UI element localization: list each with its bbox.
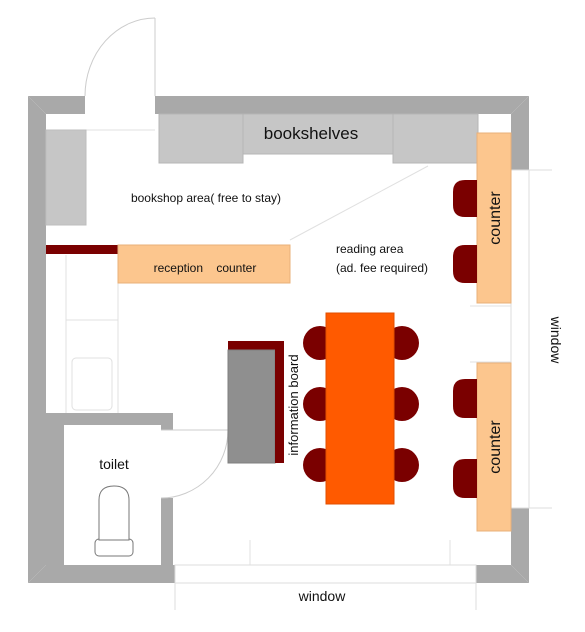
- toilet-door: [160, 429, 229, 499]
- toilet-wall-right-lower: [161, 498, 173, 565]
- info-board-frame-side: [275, 341, 284, 463]
- bookshelf-left: [158, 113, 244, 164]
- reading-table: [325, 312, 395, 505]
- information-board-label: information board: [286, 354, 301, 455]
- reading-area-fee-label: (ad. fee required): [336, 261, 428, 275]
- walls: [28, 96, 529, 583]
- counter-top: [476, 132, 512, 304]
- reception-counter-label: reception counter: [154, 261, 257, 275]
- info-board-frame-top: [228, 341, 275, 350]
- info-board: [227, 349, 276, 464]
- chair: [453, 180, 477, 217]
- wall-right-upper: [511, 96, 529, 170]
- bottom-window: [174, 564, 477, 584]
- chair: [453, 379, 477, 418]
- counter-bottom-label: counter: [487, 420, 504, 474]
- toilet-wall-top: [46, 413, 161, 425]
- chair: [453, 459, 477, 498]
- bookshelves-label: bookshelves: [264, 124, 359, 143]
- wall-top-left: [28, 96, 85, 114]
- right-window: [510, 169, 530, 509]
- toilet-wall-right: [161, 413, 173, 430]
- reading-area-label: reading area: [336, 242, 404, 256]
- toilet-fixture: [94, 485, 134, 557]
- chair: [453, 245, 477, 283]
- toilet-bowl: [98, 485, 130, 541]
- toilet-label: toilet: [99, 456, 129, 472]
- reception-counter: [117, 244, 291, 284]
- bookshelf-right: [392, 113, 479, 164]
- counter-top-label: counter: [487, 191, 504, 245]
- entrance-door: [84, 17, 156, 97]
- window-right-label: window: [548, 316, 564, 365]
- bookshop-area-label: bookshop area( free to stay): [131, 191, 281, 205]
- window-lines: [174, 169, 552, 610]
- wall-right-lower: [511, 508, 529, 583]
- counter-bottom: [476, 362, 512, 532]
- cabinet: [71, 357, 113, 411]
- reception-dark-strip: [46, 245, 118, 254]
- wall-top-right: [155, 96, 529, 114]
- wall-bottom-left: [28, 565, 175, 583]
- wall-bottom-right: [476, 565, 529, 583]
- bookshelf-middle: [242, 113, 394, 155]
- toilet-wall-left: [46, 425, 64, 565]
- wall-left: [28, 96, 46, 583]
- counter-chairs: [453, 180, 477, 498]
- left-shelf: [45, 129, 87, 226]
- toilet-tank: [94, 538, 134, 557]
- window-bottom-label: window: [298, 588, 347, 604]
